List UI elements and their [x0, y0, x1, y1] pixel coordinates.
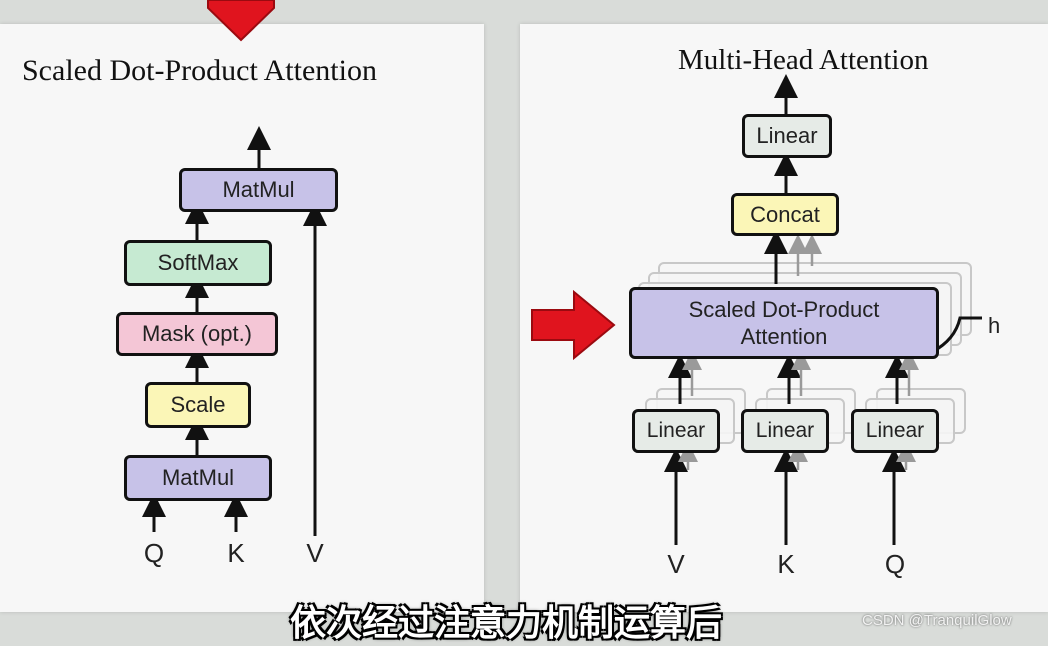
- red-pointer-icon-top: [207, 0, 275, 42]
- right-diagram-title: Multi-Head Attention: [678, 44, 929, 76]
- linear-k-block: Linear: [741, 409, 829, 453]
- matmul-bottom-block: MatMul: [124, 455, 272, 501]
- input-q-label: Q: [143, 538, 165, 568]
- linear-q-block: Linear: [851, 409, 939, 453]
- red-pointer-icon-right: [531, 290, 616, 360]
- right-input-v-label: V: [667, 549, 685, 579]
- video-subtitle: 依次经过注意力机制运算后: [290, 602, 723, 643]
- right-input-q-label: Q: [884, 549, 906, 579]
- scaled-dot-product-attention-block: Scaled Dot-Product Attention: [629, 287, 939, 359]
- linear-v-block: Linear: [632, 409, 720, 453]
- input-v-label: V: [306, 538, 324, 568]
- left-diagram-title: Scaled Dot-Product Attention: [22, 54, 377, 87]
- softmax-block: SoftMax: [124, 240, 272, 286]
- concat-block: Concat: [731, 193, 839, 236]
- scale-block: Scale: [145, 382, 251, 428]
- watermark: CSDN @TranquilGlow: [862, 612, 1012, 629]
- mask-block: Mask (opt.): [116, 312, 278, 356]
- right-input-k-label: K: [777, 549, 795, 579]
- linear-output-block: Linear: [742, 114, 832, 158]
- input-k-label: K: [227, 538, 245, 568]
- heads-count-label: h: [988, 313, 1001, 338]
- matmul-top-block: MatMul: [179, 168, 338, 212]
